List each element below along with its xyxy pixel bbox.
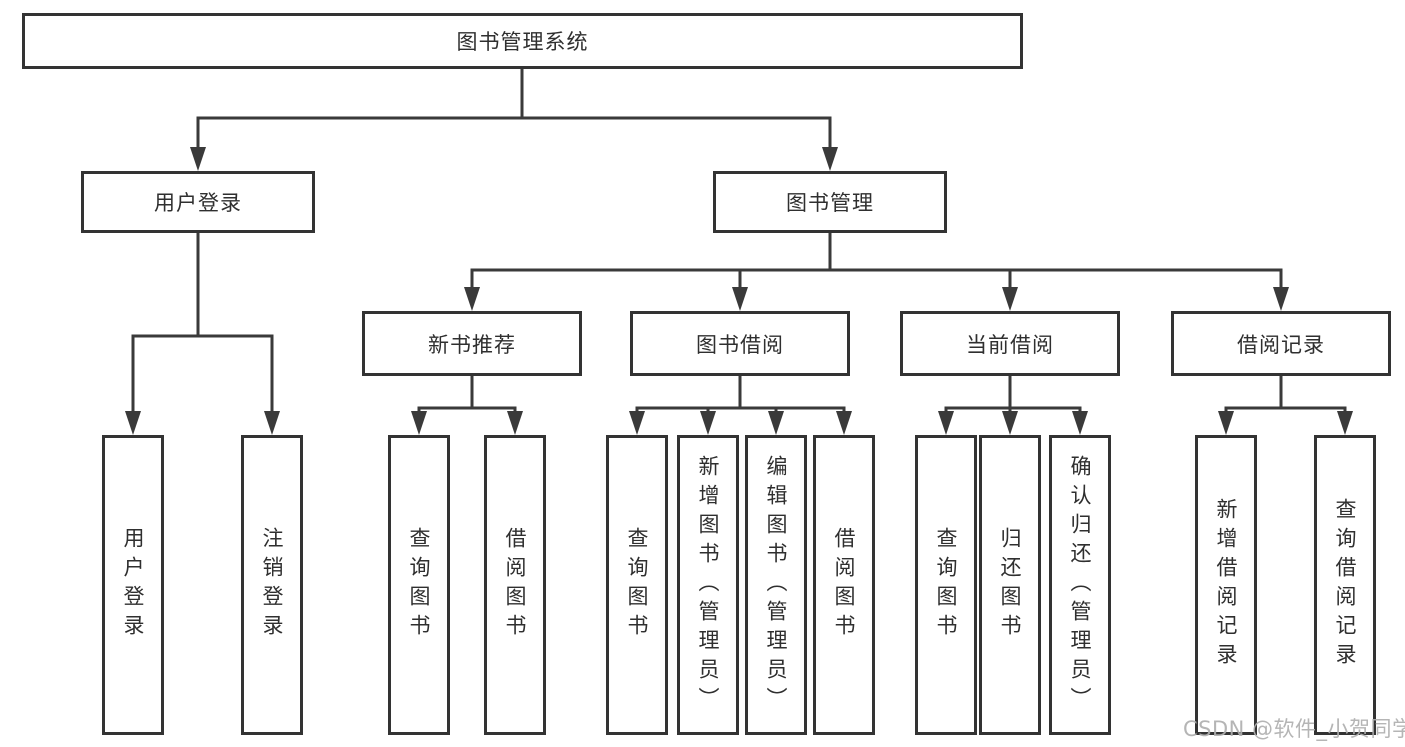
connector-new-book-recommend — [411, 376, 523, 435]
leaf-query-books-current: 查询图书 — [915, 435, 977, 735]
watermark: CSDN @软件_小贺同学 — [1183, 717, 1405, 741]
connector-book-borrowing — [629, 376, 852, 435]
connector-root-to-level2 — [190, 69, 838, 171]
node-book-borrowing: 图书借阅 — [630, 311, 850, 376]
node-borrowing-records: 借阅记录 — [1171, 311, 1391, 376]
leaf-query-books-borrowing: 查询图书 — [606, 435, 668, 735]
leaf-add-book-admin: 新增图书（管理员） — [677, 435, 739, 735]
connector-borrowing-records — [1218, 376, 1353, 435]
node-current-borrowing: 当前借阅 — [900, 311, 1120, 376]
leaf-add-borrow-record: 新增借阅记录 — [1195, 435, 1257, 735]
node-book-management: 图书管理 — [713, 171, 947, 233]
leaf-query-borrow-record: 查询借阅记录 — [1314, 435, 1376, 735]
leaf-borrow-books-borrowing: 借阅图书 — [813, 435, 875, 735]
leaf-borrow-books-recommend: 借阅图书 — [484, 435, 546, 735]
node-user-login: 用户登录 — [81, 171, 315, 233]
leaf-edit-book-admin: 编辑图书（管理员） — [745, 435, 807, 735]
leaf-logout: 注销登录 — [241, 435, 303, 735]
connector-book-management-to-level3 — [464, 233, 1289, 311]
node-new-book-recommend: 新书推荐 — [362, 311, 582, 376]
connector-user-login-branch — [125, 233, 280, 435]
leaf-return-book: 归还图书 — [979, 435, 1041, 735]
node-root: 图书管理系统 — [22, 13, 1023, 69]
connector-current-borrowing — [938, 376, 1088, 435]
leaf-confirm-return-admin: 确认归还（管理员） — [1049, 435, 1111, 735]
leaf-user-login: 用户登录 — [102, 435, 164, 735]
leaf-query-books-recommend: 查询图书 — [388, 435, 450, 735]
